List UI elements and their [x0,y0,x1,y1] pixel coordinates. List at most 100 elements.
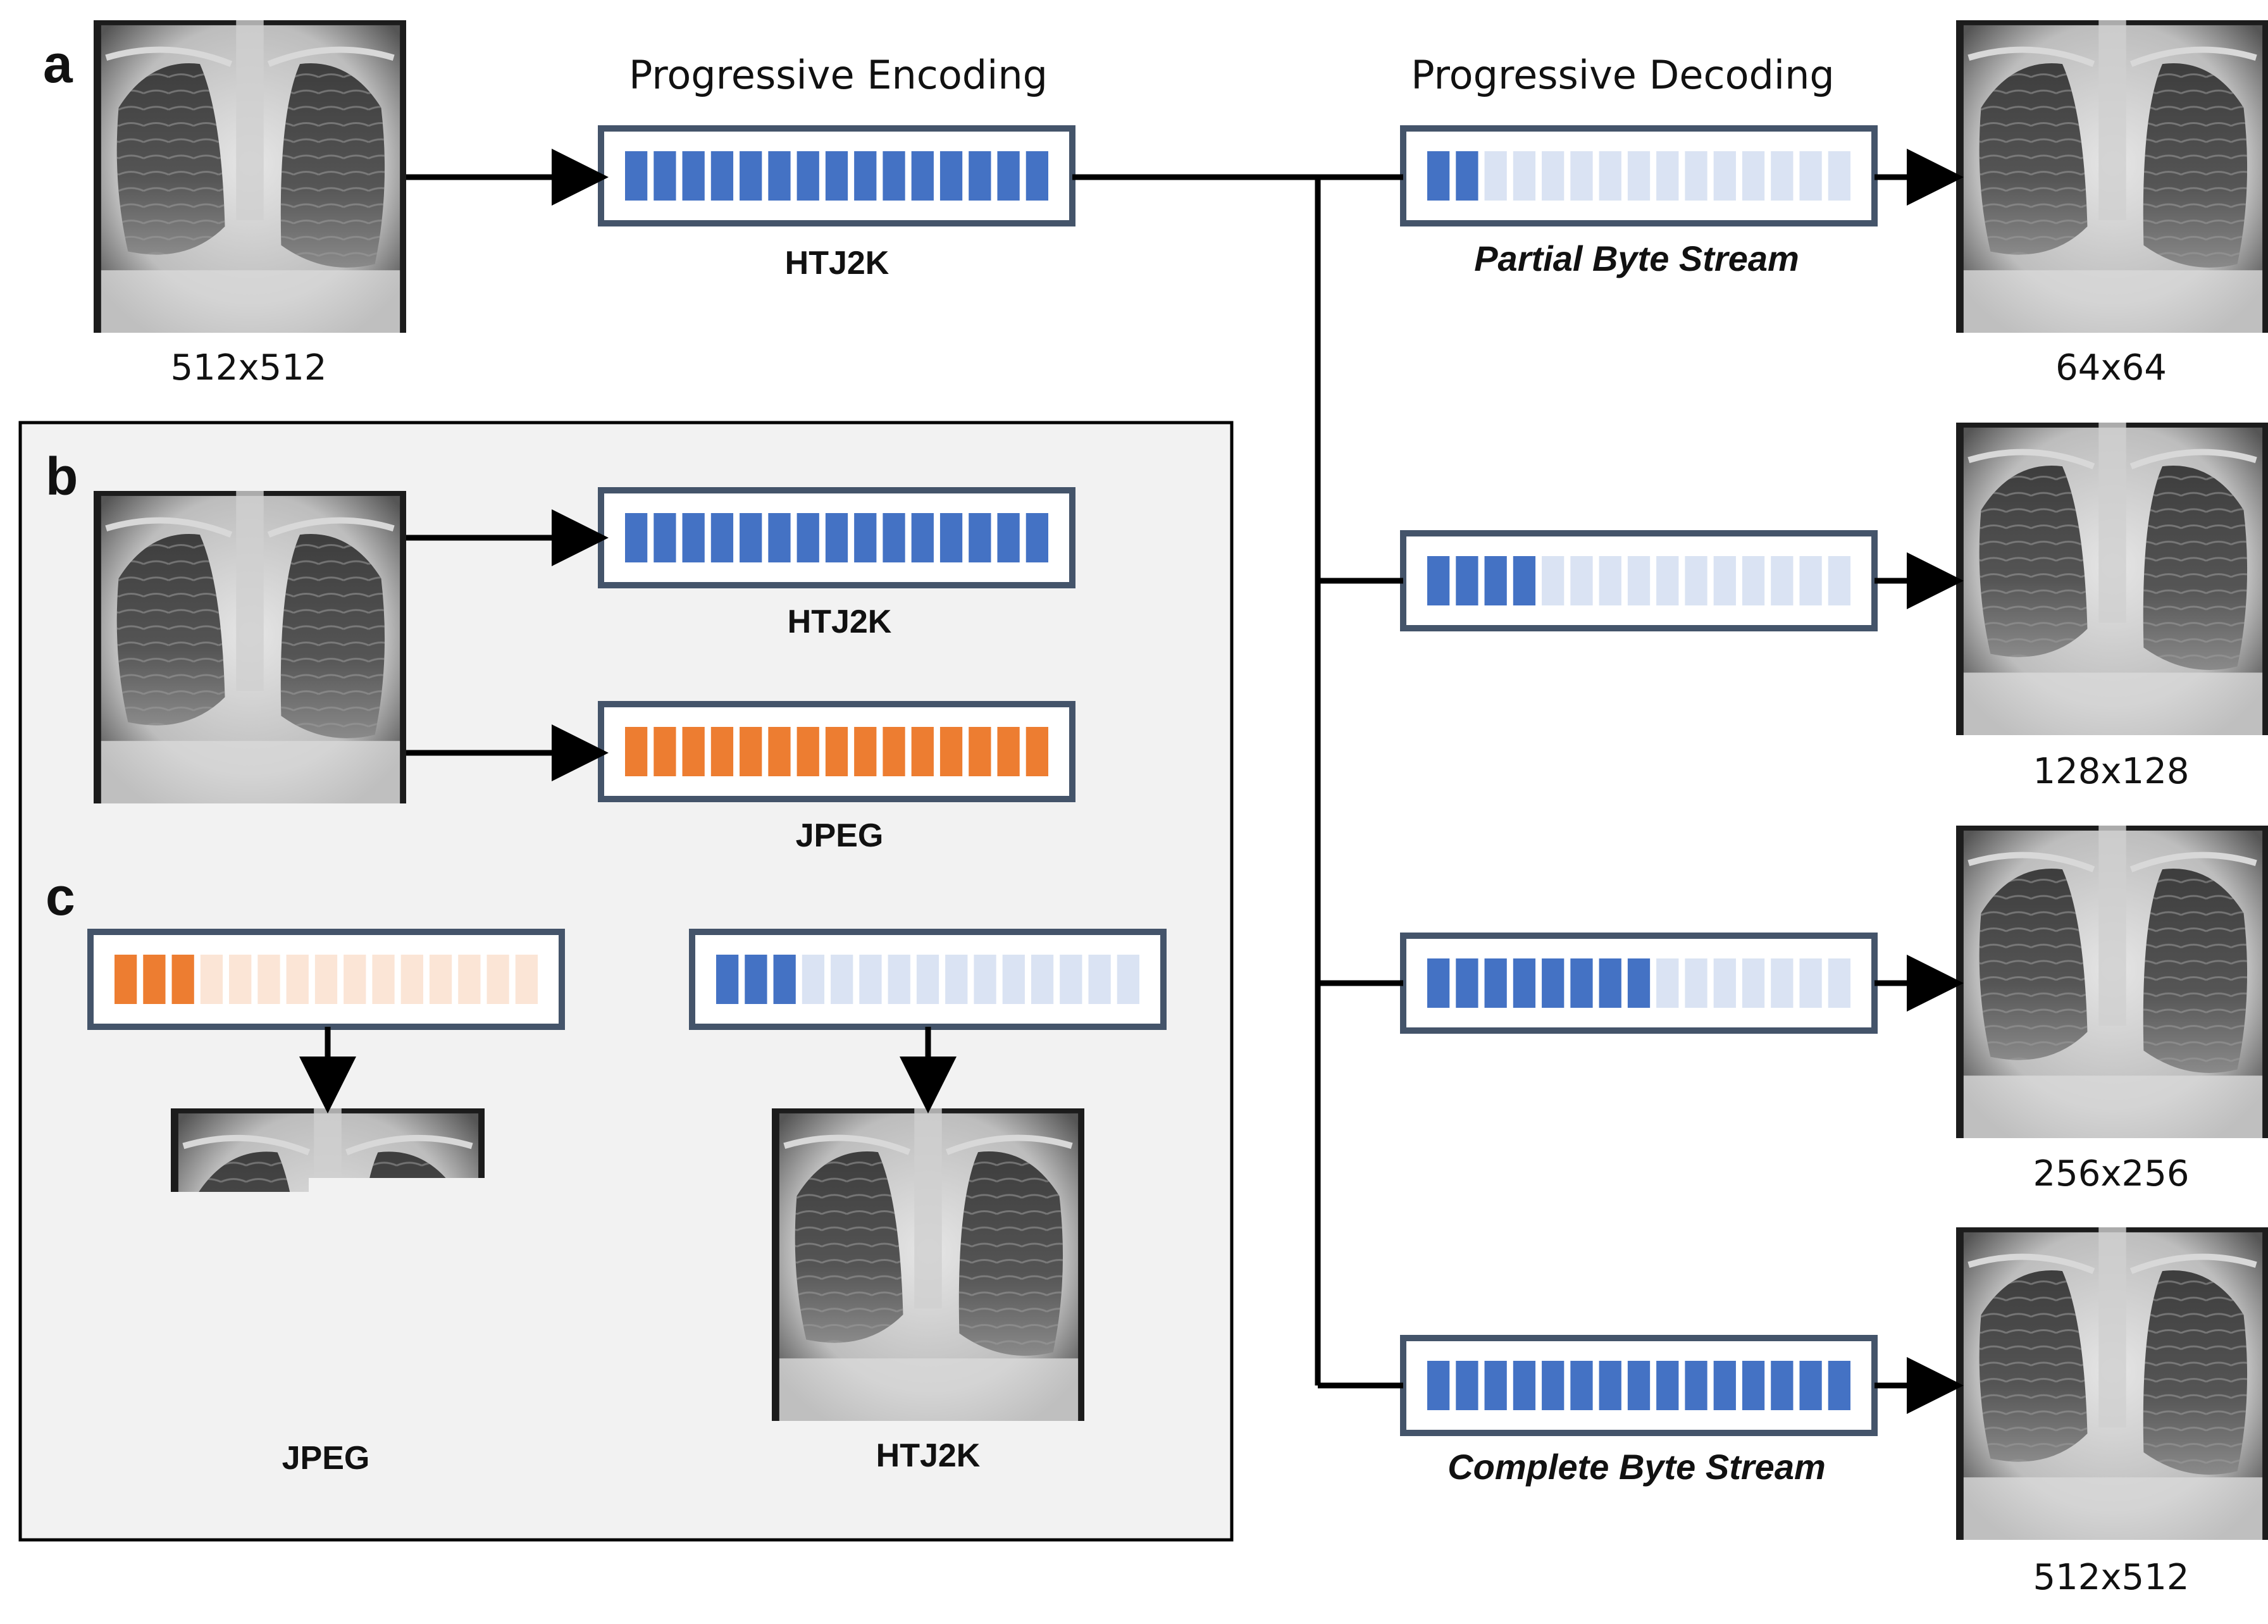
stream-segment-empty [372,955,395,1004]
header-progressive-decoding: Progressive Decoding [1411,52,1835,98]
stream-segment-empty [1742,556,1765,605]
stream-segment-empty [1685,556,1707,605]
output-size-label-128: 128x128 [2033,751,2190,792]
stream-segment-empty [286,955,309,1004]
stream-segment-filled [883,727,905,776]
stream-segment-filled [745,955,767,1004]
stream-segment-filled [716,955,739,1004]
stream-segment-filled [1542,1361,1565,1410]
stream-segment-filled [1513,556,1536,605]
stream-segment-filled [171,955,194,1004]
stream-segment-filled [997,727,1020,776]
output-size-label-64: 64x64 [2055,347,2167,388]
stream-segment-empty [1542,556,1565,605]
stream-segment-filled [1513,958,1536,1008]
stream-segment-filled [625,151,648,201]
stream-segment-filled [1427,958,1450,1008]
stream-segment-empty [1713,556,1736,605]
stream-segment-filled [1542,958,1565,1008]
stream-b-jpeg [598,701,1075,802]
stream-segment-filled [1427,1361,1450,1410]
stream-segment-empty [831,955,853,1004]
stream-encoding-htj2k [598,125,1075,226]
stream-segment-empty [1656,151,1679,201]
stream-decoding-complete [1400,1335,1878,1436]
stream-segment-filled [115,955,137,1004]
stream-segment-empty [1828,958,1850,1008]
stream-segment-empty [1656,958,1679,1008]
stream-segment-filled [740,513,762,562]
stream-segment-filled [1656,1361,1679,1410]
stream-segment-empty [400,955,423,1004]
stream-segment-filled [883,513,905,562]
stream-segment-empty [200,955,223,1004]
stream-segment-filled [710,727,734,776]
stream-segment-empty [1771,958,1794,1008]
stream-segment-filled [997,151,1020,201]
stream-segment-empty [1002,955,1025,1004]
stream-segment-empty [1570,556,1593,605]
stream-segment-empty [1117,955,1139,1004]
stream-segment-filled [883,151,905,201]
stream-segment-empty [1599,556,1621,605]
stream-segment-filled [740,151,762,201]
stream-b-htj2k [598,487,1075,588]
stream-segment-filled [939,513,963,562]
xray-output-256 [1956,826,2268,1138]
stream-segment-filled [911,727,934,776]
stream-segment-empty [802,955,825,1004]
stream-segment-filled [740,727,762,776]
stream-segment-filled [1570,1361,1593,1410]
label-c-jpeg: JPEG [282,1440,370,1477]
stream-segment-empty [945,955,968,1004]
stream-segment-empty [1627,151,1651,201]
stream-segment-empty [1799,958,1822,1008]
stream-segment-empty [1656,556,1679,605]
stream-segment-filled [825,727,848,776]
stream-segment-filled [1685,1361,1707,1410]
stream-segment-filled [911,151,934,201]
stream-segment-filled [854,151,877,201]
stream-segment-empty [1742,151,1765,201]
stream-segment-empty [1627,556,1651,605]
xray-input-image-b [94,491,406,803]
stream-segment-empty [1031,955,1054,1004]
stream-segment-filled [1828,1361,1850,1410]
stream-segment-empty [1060,955,1082,1004]
htj2k-partial-decoded-image [772,1108,1084,1421]
stream-c-jpeg [87,929,565,1030]
stream-segment-filled [1484,556,1507,605]
stream-segment-filled [1771,1361,1794,1410]
stream-segment-empty [1570,151,1593,201]
stream-segment-filled [773,955,796,1004]
stream-segment-filled [969,151,991,201]
stream-segment-empty [1828,151,1850,201]
stream-segment-filled [1599,958,1621,1008]
stream-segment-empty [1771,151,1794,201]
stream-segment-empty [1685,151,1707,201]
stream-decoding-3 [1400,933,1878,1034]
stream-segment-filled [939,727,963,776]
stream-segment-filled [710,151,734,201]
xray-output-128 [1956,423,2268,735]
label-b-htj2k: HTJ2K [788,604,892,640]
stream-segment-filled [654,513,676,562]
stream-segment-empty [859,955,882,1004]
stream-segment-filled [1427,151,1450,201]
panel-label-b: b [46,447,78,506]
stream-segment-filled [768,513,791,562]
stream-segment-empty [1771,556,1794,605]
stream-segment-empty [888,955,910,1004]
stream-segment-filled [1627,1361,1651,1410]
stream-segment-empty [344,955,366,1004]
stream-segment-filled [969,727,991,776]
stream-segment-filled [654,151,676,201]
stream-segment-filled [1484,1361,1507,1410]
stream-segment-filled [1456,556,1478,605]
panel-label-c: c [46,867,75,926]
stream-segment-filled [1026,151,1048,201]
stream-segment-empty [257,955,280,1004]
stream-segment-empty [515,955,538,1004]
stream-segment-filled [1484,958,1507,1008]
